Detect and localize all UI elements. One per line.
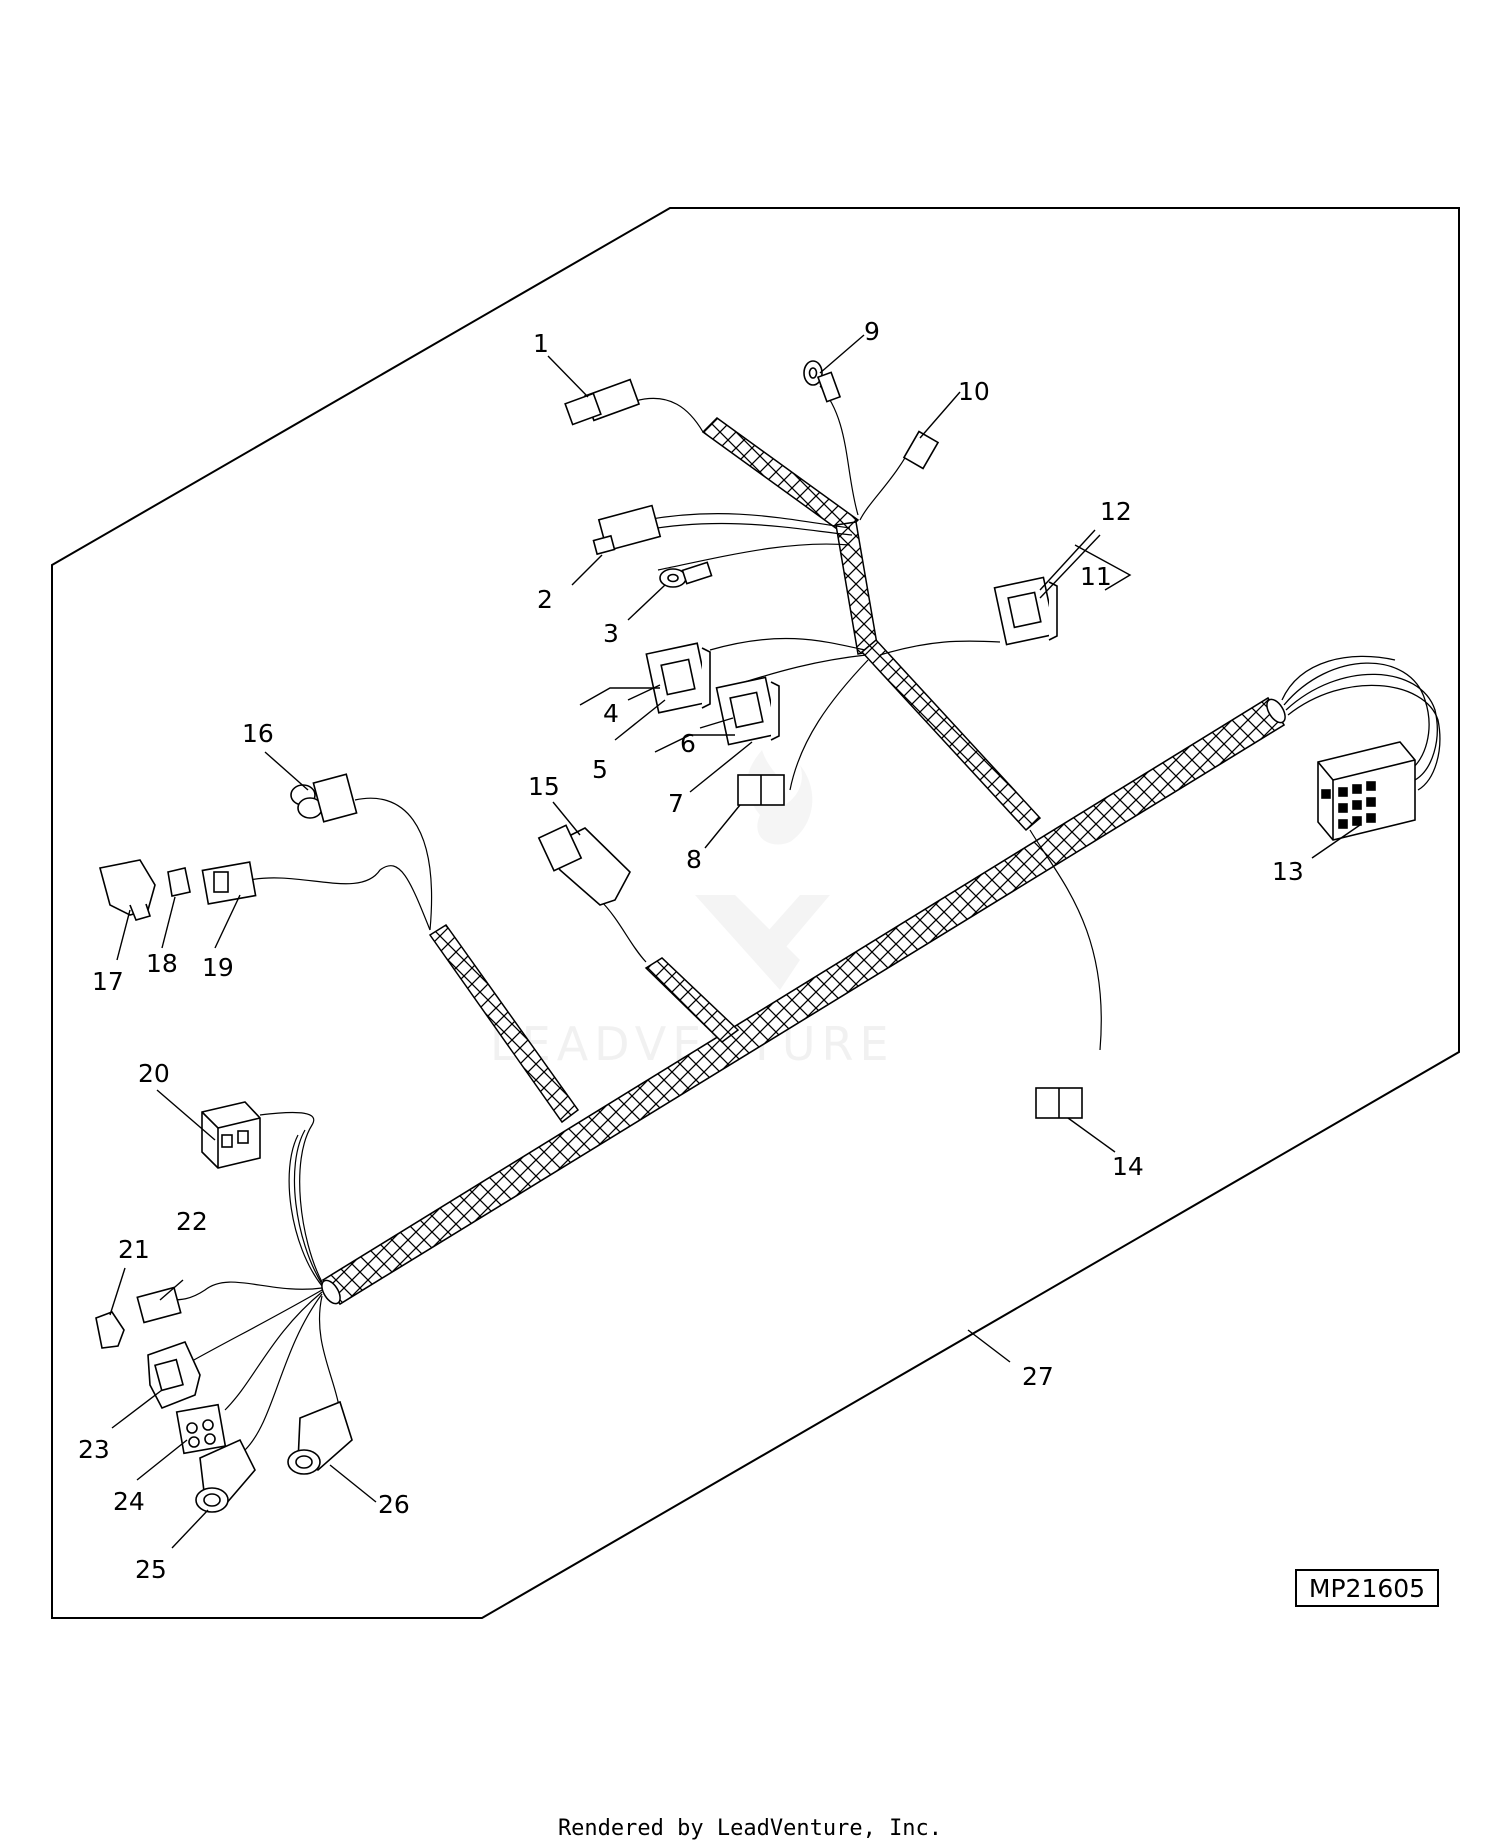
reference-code: MP21605 — [1309, 1574, 1425, 1603]
connector-15 — [537, 824, 631, 906]
connector-13 — [1317, 741, 1416, 841]
callout-13: 13 — [1272, 857, 1304, 886]
callout-1: 1 — [533, 329, 549, 358]
connector-11-12 — [993, 576, 1058, 646]
harness-trunk — [321, 696, 1286, 1306]
connector-24 — [175, 1403, 227, 1455]
connector-14 — [1035, 1087, 1083, 1119]
callout-25: 25 — [135, 1555, 167, 1584]
callout-2: 2 — [537, 585, 553, 614]
callout-16: 16 — [242, 719, 274, 748]
harness-branch-16 — [428, 923, 580, 1124]
callout-27: 27 — [1022, 1362, 1054, 1391]
callout-15: 15 — [528, 772, 560, 801]
connector-21 — [95, 1311, 125, 1349]
reference-code-box: MP21605 — [1295, 1569, 1439, 1607]
connector-8 — [737, 774, 785, 806]
callout-26: 26 — [378, 1490, 410, 1519]
callout-7: 7 — [668, 789, 684, 818]
callout-19: 19 — [202, 953, 234, 982]
wires-13 — [1281, 655, 1441, 791]
callout-22: 22 — [176, 1207, 208, 1236]
connector-1 — [564, 378, 641, 426]
connector-10 — [902, 430, 940, 470]
callout-18: 18 — [146, 949, 178, 978]
connector-20 — [201, 1101, 261, 1169]
callout-10: 10 — [958, 377, 990, 406]
footer-credit: Rendered by LeadVenture, Inc. — [558, 1816, 942, 1841]
connector-4-5 — [645, 642, 711, 714]
callout-14: 14 — [1112, 1152, 1144, 1181]
callout-17: 17 — [92, 967, 124, 996]
connector-22 — [136, 1286, 182, 1324]
callout-12: 12 — [1100, 497, 1132, 526]
callout-9: 9 — [864, 317, 880, 346]
connector-2 — [592, 504, 662, 556]
connector-16 — [290, 773, 358, 823]
callout-4: 4 — [603, 699, 619, 728]
connector-26 — [287, 1400, 353, 1475]
connector-6-7 — [715, 676, 780, 746]
harness-branch-upper — [701, 417, 1042, 832]
callout-24: 24 — [113, 1487, 145, 1516]
wires-upper — [631, 385, 1102, 1051]
callout-21: 21 — [118, 1235, 150, 1264]
panel-outline — [51, 207, 1460, 1619]
callout-23: 23 — [78, 1435, 110, 1464]
wires-left-end — [169, 1111, 342, 1451]
callout-3: 3 — [603, 619, 619, 648]
wires-mid-left — [249, 797, 647, 963]
connector-19 — [201, 861, 257, 905]
connector-3-ring-terminal — [659, 561, 713, 588]
leader-lines — [109, 334, 1361, 1549]
callout-5: 5 — [592, 755, 608, 784]
connector-25 — [195, 1438, 256, 1513]
connector-9-ring-terminal — [803, 360, 842, 403]
callouts: 1 2 3 4 5 6 7 8 9 10 11 12 13 14 15 16 1… — [78, 317, 1304, 1584]
callout-20: 20 — [138, 1059, 170, 1088]
callout-11: 11 — [1080, 562, 1112, 591]
connector-17 — [99, 859, 156, 921]
callout-8: 8 — [686, 845, 702, 874]
group-brackets — [579, 544, 1132, 753]
connector-23 — [147, 1341, 201, 1410]
harness-branch-15 — [644, 957, 740, 1043]
callout-6: 6 — [680, 729, 696, 758]
connector-18 — [167, 867, 191, 897]
